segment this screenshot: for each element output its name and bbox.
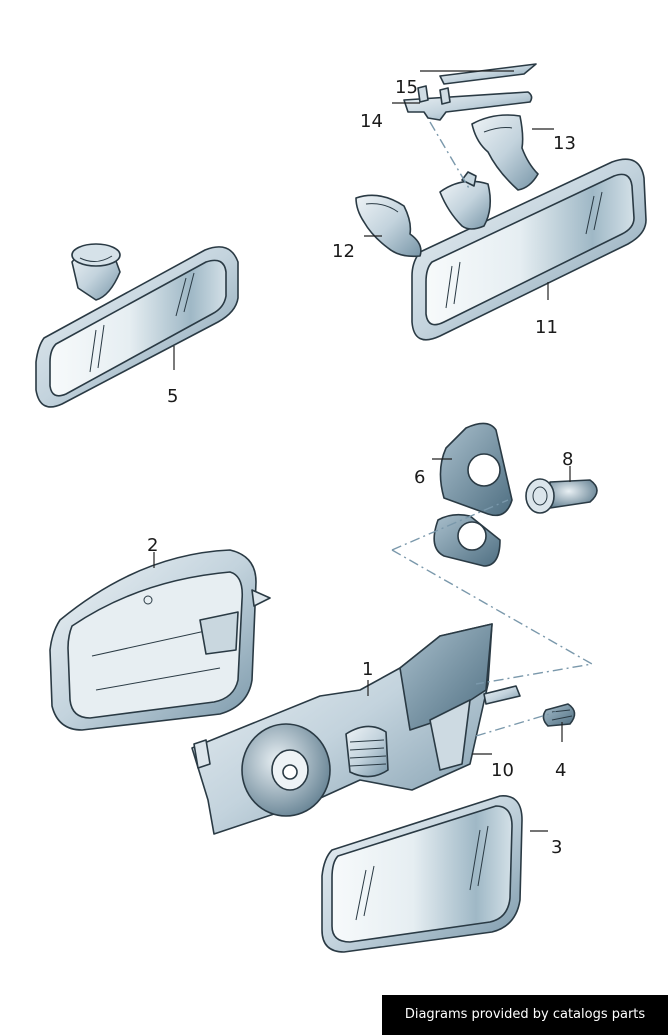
callout-10: 10 (491, 760, 514, 781)
callout-6: 8 (562, 449, 573, 470)
cover-half-part-13 (471, 114, 539, 191)
interior-mirror-part-11 (411, 158, 647, 341)
callout-8: 6 (414, 467, 425, 488)
assembly-guide-lines (391, 121, 595, 737)
bracket-part-14 (403, 85, 533, 121)
callout-labels: 15 14 13 12 11 5 6 8 2 1 3 4 10 (147, 77, 576, 858)
callout-15: 15 (395, 77, 418, 98)
callout-13: 13 (553, 133, 576, 154)
callout-5: 5 (167, 386, 178, 407)
credit-banner: Diagrams provided by catalogs parts (382, 995, 668, 1035)
mirror-base-part-1 (191, 623, 521, 835)
callout-2: 2 (147, 535, 158, 556)
cover-strip-part-15 (439, 63, 537, 85)
gasket-part-8 (433, 422, 513, 567)
bulb-part-6 (525, 478, 598, 514)
callout-12: 12 (332, 241, 355, 262)
callout-1: 1 (362, 659, 373, 680)
mount-cover (439, 171, 492, 230)
interior-mirror-part-5 (35, 243, 239, 408)
mirror-housing-part-2 (49, 549, 271, 731)
leader-lines (153, 70, 571, 832)
callout-4: 4 (555, 760, 566, 781)
cover-half-part-12 (355, 194, 422, 258)
callout-3: 3 (551, 837, 562, 858)
mirror-glass-part-3 (321, 795, 523, 953)
callout-14: 14 (360, 111, 383, 132)
callout-11: 11 (535, 317, 558, 338)
